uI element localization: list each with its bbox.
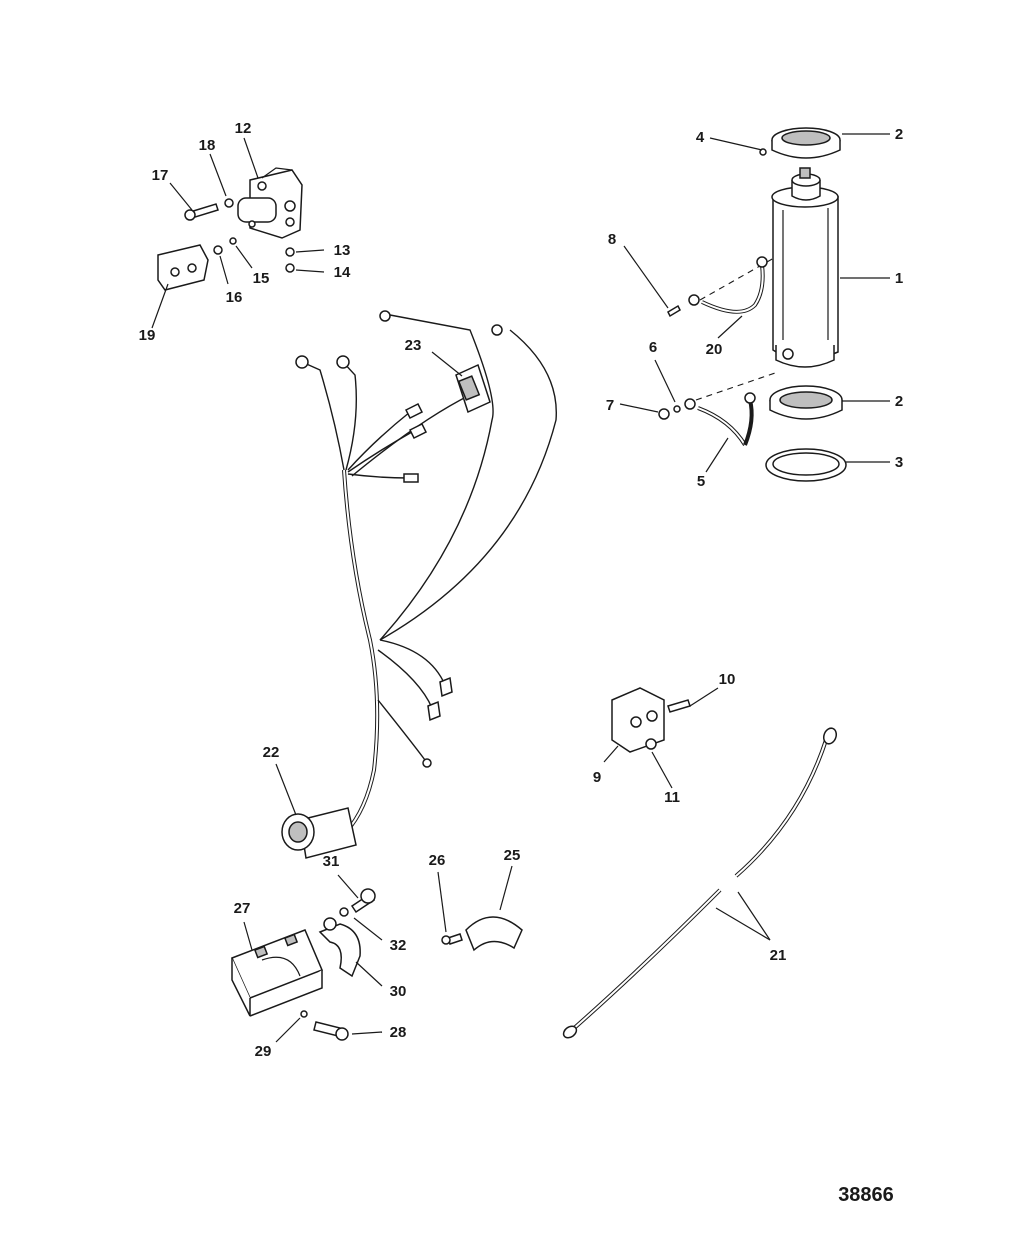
callout-28: 28 bbox=[390, 1024, 407, 1041]
callout-12: 12 bbox=[235, 120, 252, 137]
battery-cable bbox=[562, 727, 838, 1039]
callout-22: 22 bbox=[263, 744, 280, 761]
callout-11: 11 bbox=[664, 789, 680, 806]
callout-26: 26 bbox=[429, 852, 446, 869]
callout-6: 6 bbox=[649, 339, 657, 356]
callout-32: 32 bbox=[390, 937, 407, 954]
callout-18: 18 bbox=[199, 137, 216, 154]
callout-10: 10 bbox=[719, 671, 736, 688]
callout-20: 20 bbox=[706, 341, 723, 358]
callout-30: 30 bbox=[390, 983, 407, 1000]
callout-23: 23 bbox=[405, 337, 422, 354]
callout-8: 8 bbox=[608, 231, 616, 248]
end-cap-ring bbox=[769, 385, 843, 420]
callout-16: 16 bbox=[226, 289, 243, 306]
terminal-cover bbox=[441, 916, 523, 952]
callout-labels: 2 4 1 8 20 2 3 6 7 5 12 18 17 13 14 15 1… bbox=[139, 120, 904, 1060]
terminal-block bbox=[157, 244, 209, 291]
leader-lines bbox=[151, 133, 890, 1043]
callout-2: 2 bbox=[895, 126, 903, 143]
callout-2-lower: 2 bbox=[895, 393, 903, 410]
callout-31: 31 bbox=[323, 853, 340, 870]
callout-21: 21 bbox=[770, 947, 787, 964]
callout-27: 27 bbox=[234, 900, 251, 917]
solenoid bbox=[184, 167, 303, 273]
callout-15: 15 bbox=[253, 270, 270, 287]
wiring-harness bbox=[281, 310, 557, 859]
starter-cable-upper bbox=[667, 256, 775, 318]
callout-25: 25 bbox=[504, 847, 521, 864]
callout-1: 1 bbox=[895, 270, 903, 287]
callout-7: 7 bbox=[606, 397, 614, 414]
callout-4: 4 bbox=[696, 129, 705, 146]
callout-17: 17 bbox=[152, 167, 169, 184]
harness-clamp bbox=[230, 888, 376, 1041]
callout-5: 5 bbox=[697, 473, 705, 490]
callout-14: 14 bbox=[334, 264, 351, 281]
callout-9: 9 bbox=[593, 769, 601, 786]
callout-3: 3 bbox=[895, 454, 903, 471]
figure-number: 38866 bbox=[838, 1184, 894, 1206]
callout-13: 13 bbox=[334, 242, 351, 259]
rectifier bbox=[611, 687, 691, 753]
starter-motor bbox=[759, 127, 841, 368]
callout-29: 29 bbox=[255, 1043, 272, 1060]
starter-cable-lower bbox=[658, 371, 779, 447]
o-ring bbox=[765, 448, 847, 482]
callout-19: 19 bbox=[139, 327, 156, 344]
